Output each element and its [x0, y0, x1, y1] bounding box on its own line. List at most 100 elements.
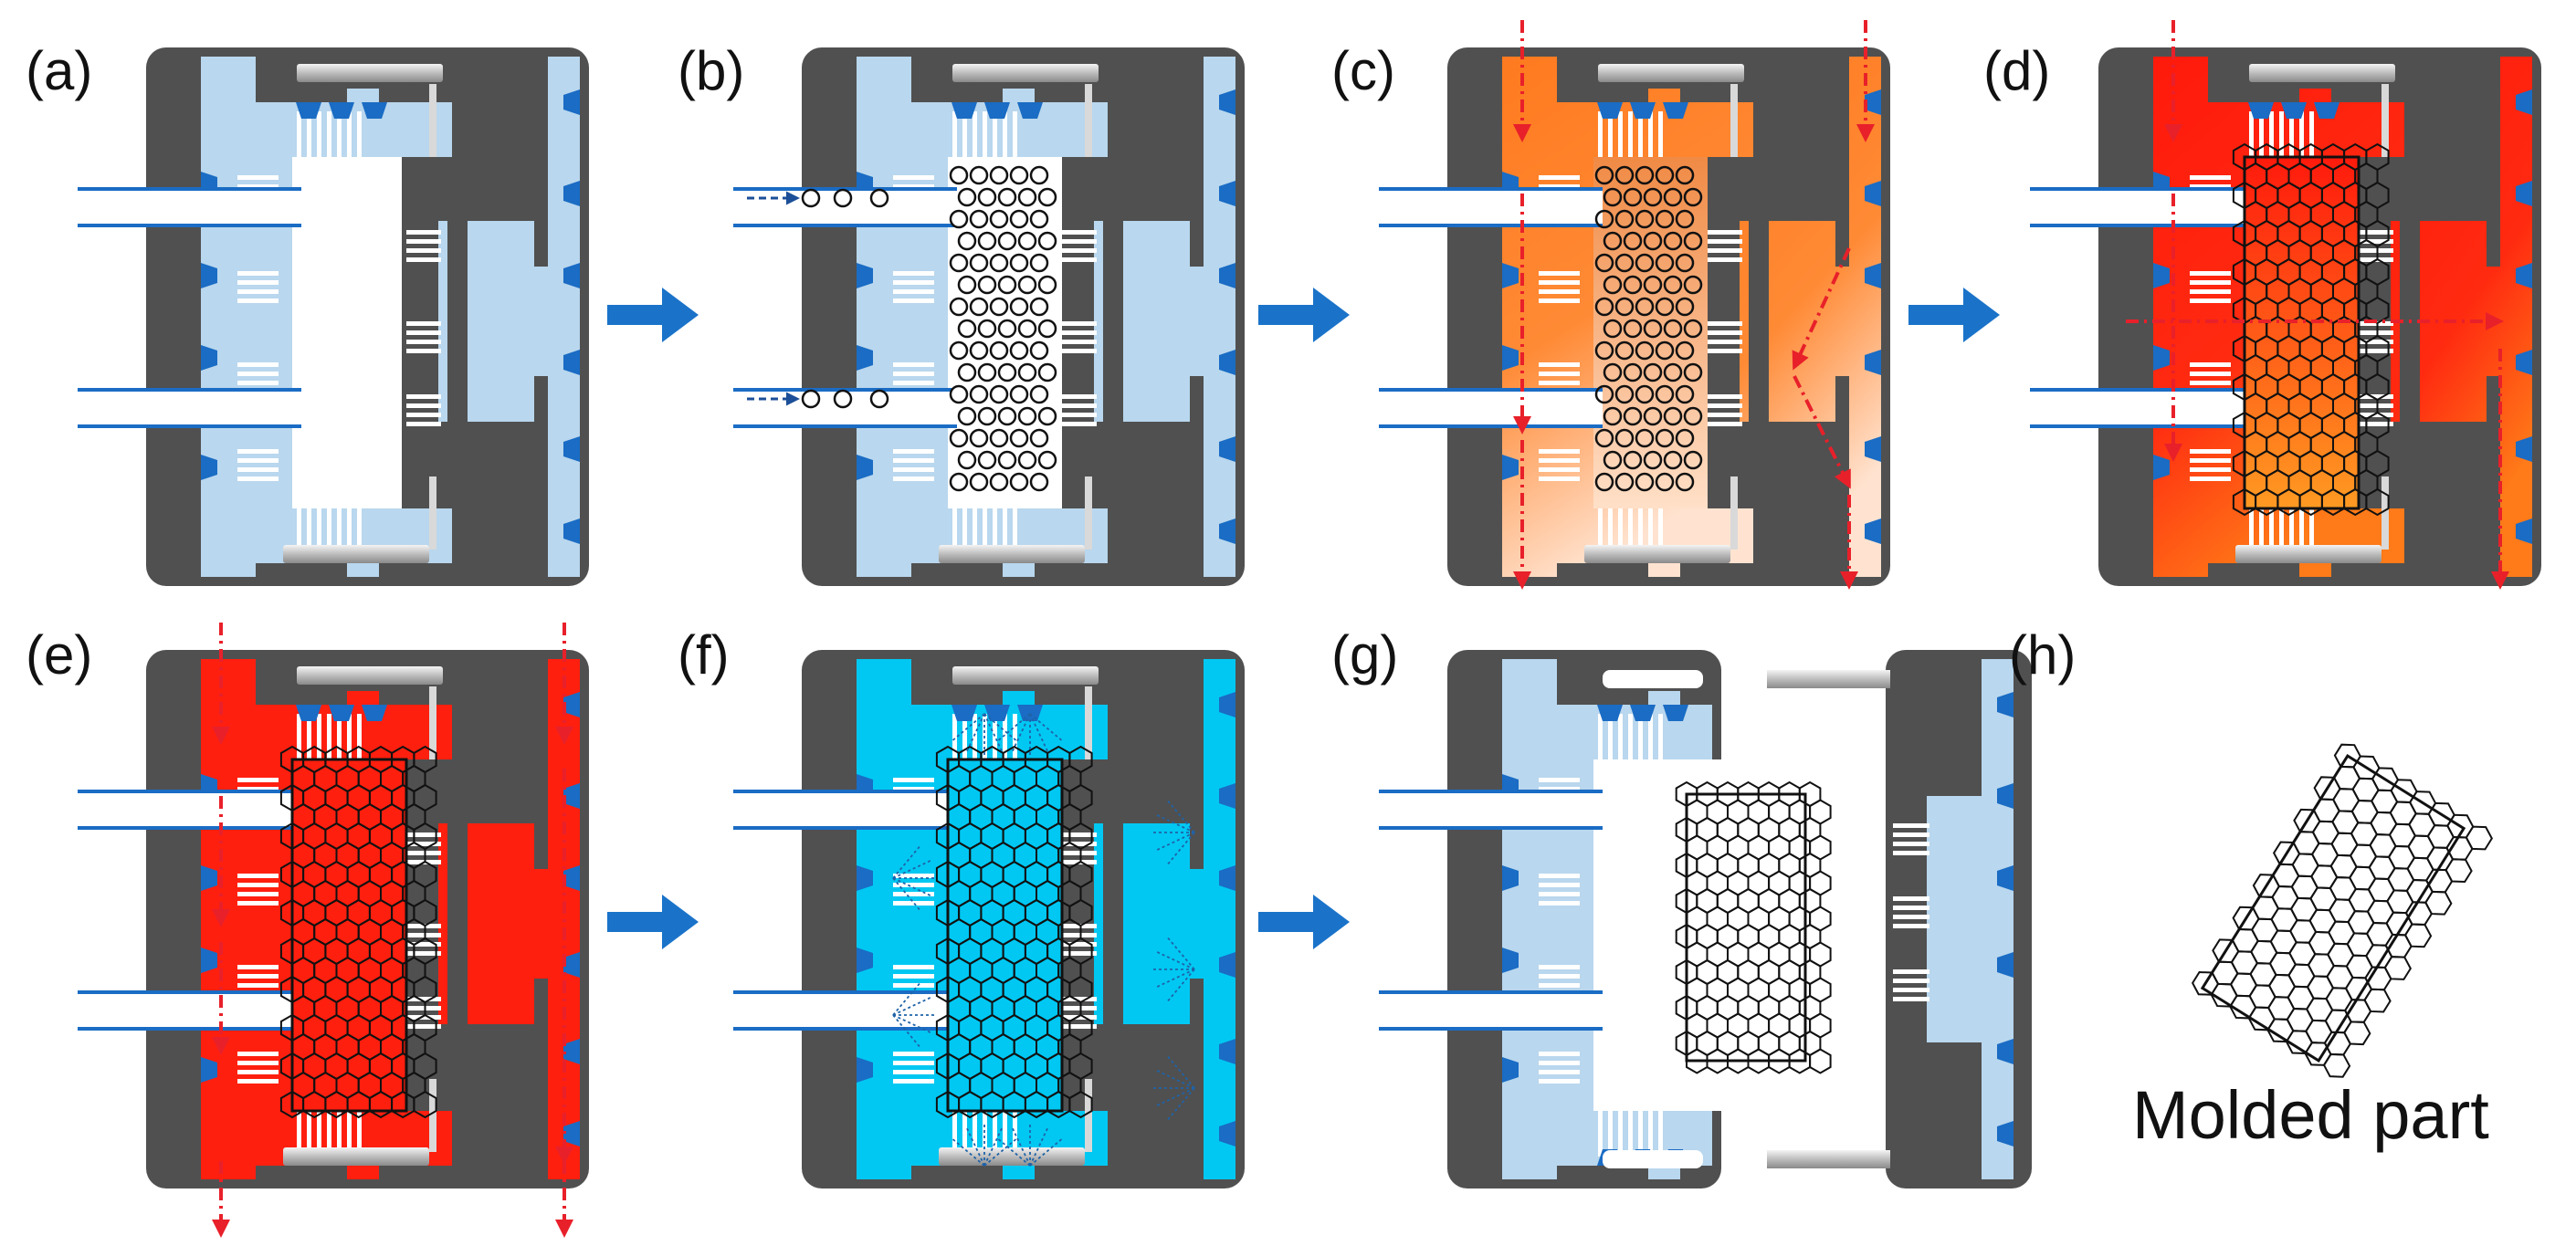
- channel-stripe: [1062, 394, 1097, 399]
- panel-e: [78, 623, 589, 1238]
- channel-stripe: [2269, 111, 2274, 157]
- channel-stripe: [2359, 394, 2393, 399]
- channel-stripe: [1539, 271, 1580, 276]
- ejector-rod: [952, 64, 1099, 82]
- tooth-icon: [1502, 865, 1519, 891]
- slot: [1603, 1150, 1703, 1168]
- channel-stripe: [952, 1111, 957, 1157]
- tooth-icon: [1630, 102, 1656, 119]
- channel-stripe: [1608, 714, 1613, 759]
- channel-stripe: [1003, 111, 1007, 157]
- channel-stripe: [893, 974, 934, 979]
- right-mold-cavity: [1927, 659, 2013, 1179]
- channel-stripe: [337, 1111, 342, 1157]
- channel-stripe: [237, 892, 279, 896]
- channel-stripe: [2359, 349, 2393, 353]
- bead: [1009, 165, 1029, 185]
- channel-stripe: [1539, 289, 1580, 294]
- bead: [949, 297, 969, 317]
- tooth-icon: [1630, 705, 1656, 721]
- channel-stripe: [297, 1111, 301, 1157]
- channel-stripe: [1062, 321, 1097, 326]
- panel-d: [2030, 20, 2541, 590]
- tooth-icon: [1502, 345, 1519, 371]
- channel-stripe: [1893, 906, 1929, 910]
- bead: [1623, 319, 1643, 339]
- channel-stripe: [1062, 1024, 1097, 1029]
- tooth-icon: [2153, 263, 2170, 288]
- channel-stripe: [2190, 271, 2231, 276]
- bead: [1594, 340, 1614, 361]
- bead: [833, 389, 853, 409]
- bead: [1037, 187, 1057, 207]
- channel-stripe: [2359, 321, 2393, 326]
- tooth-icon: [984, 705, 1010, 721]
- bead: [1655, 165, 1675, 185]
- bead: [1009, 428, 1029, 448]
- channel-stripe: [337, 714, 342, 759]
- bead: [1614, 297, 1635, 317]
- channel-stripe: [406, 422, 441, 426]
- channel-stripe: [2190, 298, 2231, 303]
- channel-stripe: [237, 467, 279, 472]
- channel-stripe: [406, 1024, 441, 1029]
- bead: [1029, 253, 1049, 273]
- bead-block-outline: [2200, 753, 2466, 1063]
- bead: [1643, 362, 1663, 382]
- channel-stripe: [2249, 508, 2254, 554]
- tooth-icon: [1997, 1121, 2013, 1147]
- channel-stripe: [1608, 508, 1613, 554]
- channel-stripe: [893, 271, 934, 276]
- bead: [1614, 165, 1635, 185]
- bead: [1017, 319, 1037, 339]
- panel-g: [1379, 650, 2032, 1188]
- channel-stripe: [307, 714, 311, 759]
- right-mold-cavity: [2391, 57, 2532, 577]
- bead: [1663, 362, 1683, 382]
- parting-line: [1749, 157, 1769, 486]
- feed-tube: [78, 390, 301, 426]
- feed-tube: [1379, 992, 1603, 1029]
- tooth-icon: [1502, 455, 1519, 480]
- bead: [1635, 297, 1655, 317]
- channel-stripe: [993, 111, 997, 157]
- bead: [1029, 384, 1049, 404]
- bead: [997, 406, 1017, 426]
- channel-stripe: [1893, 851, 1929, 855]
- tooth-icon: [2516, 350, 2532, 375]
- bead: [957, 406, 977, 426]
- bead: [1663, 275, 1683, 295]
- tooth-icon: [1663, 102, 1688, 119]
- tooth-icon: [1865, 436, 1881, 462]
- tooth-icon: [362, 102, 387, 119]
- channel-stripe: [893, 787, 934, 791]
- channel-stripe: [237, 965, 279, 969]
- bead: [1009, 253, 1029, 273]
- bead: [1029, 340, 1049, 361]
- channel-stripe: [893, 901, 934, 906]
- bead: [1635, 209, 1655, 229]
- channel-stripe: [406, 951, 441, 956]
- channel-stripe: [1628, 1111, 1633, 1157]
- channel-stripe: [237, 883, 279, 887]
- tooth-icon: [563, 89, 580, 115]
- channel-stripe: [406, 942, 441, 947]
- channel-stripe: [237, 289, 279, 294]
- channel-stripe: [2359, 413, 2393, 417]
- feed-tube: [1379, 189, 1603, 225]
- bead: [1594, 253, 1614, 273]
- channel-stripe: [1003, 1111, 1007, 1157]
- channel-stripe: [893, 467, 934, 472]
- channel-stripe: [2289, 111, 2294, 157]
- process-arrow: [607, 288, 699, 342]
- bead: [997, 319, 1017, 339]
- channel-stripe: [237, 175, 279, 180]
- channel-stripe: [973, 508, 977, 554]
- channel-stripe: [993, 714, 997, 759]
- bead: [957, 231, 977, 251]
- channel-stripe: [893, 280, 934, 285]
- bead: [1594, 209, 1614, 229]
- bead: [977, 319, 997, 339]
- channel-stripe: [237, 458, 279, 463]
- ejector-pin: [1085, 476, 1092, 550]
